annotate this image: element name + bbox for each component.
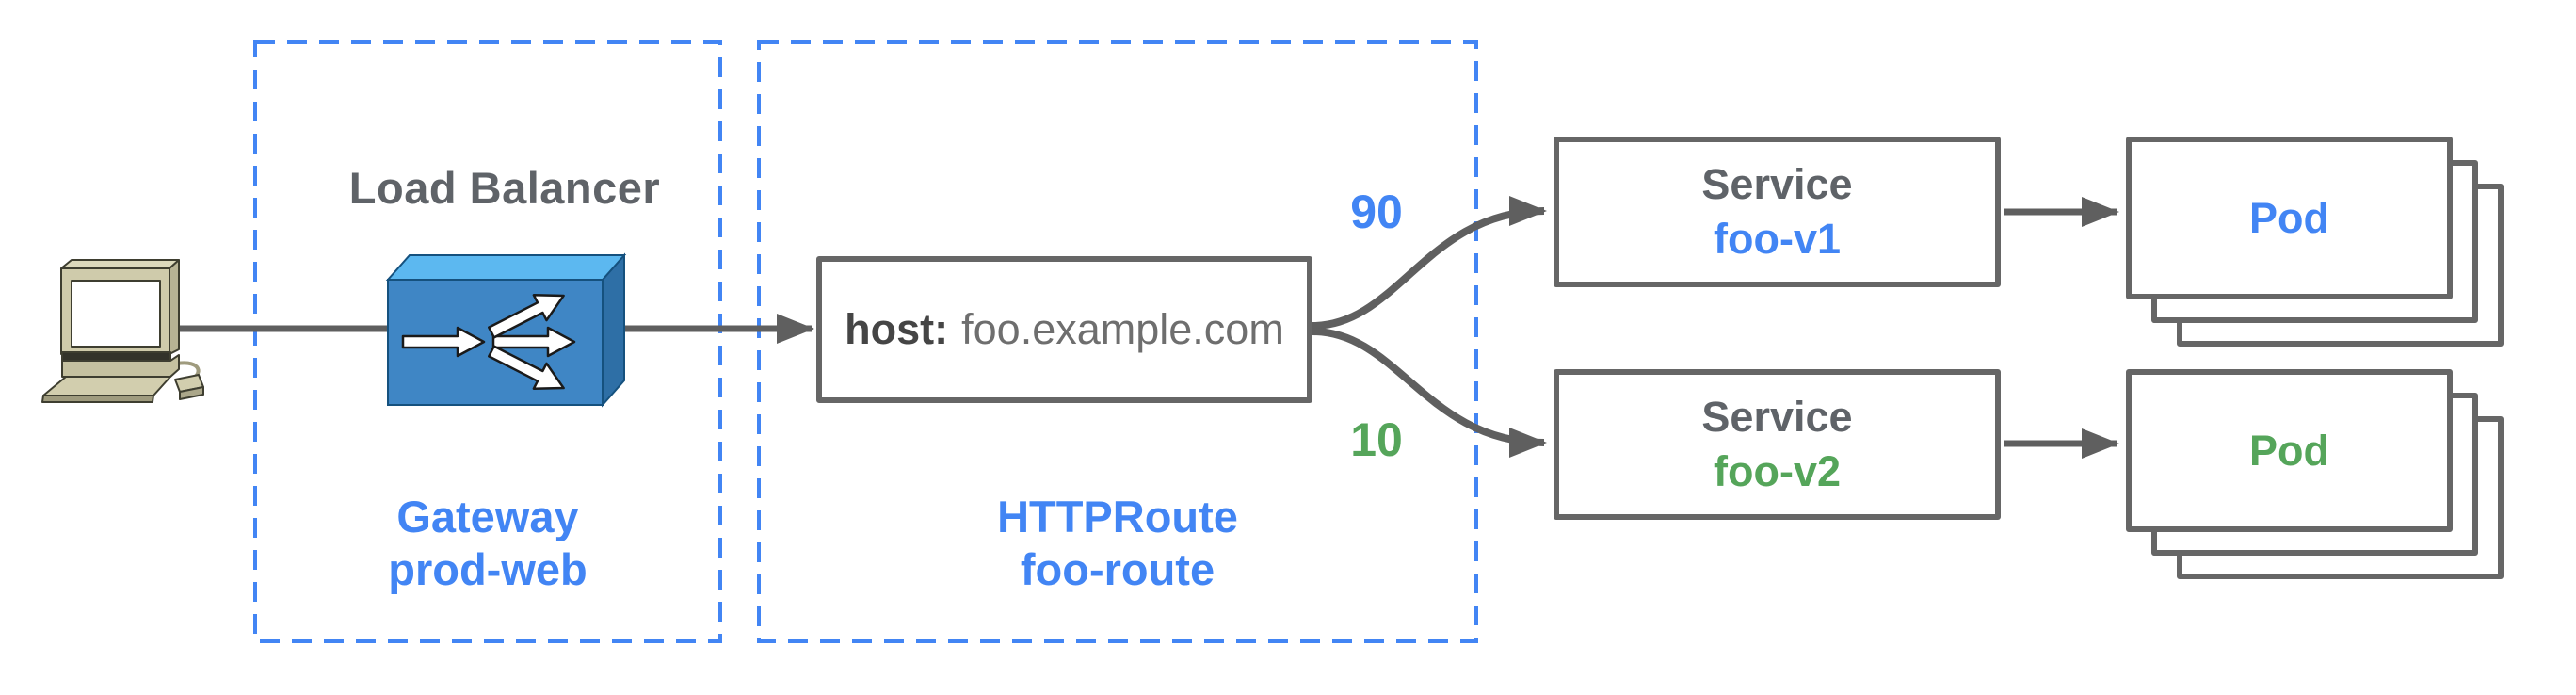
pod-v1-label: Pod bbox=[2249, 193, 2329, 242]
weight-label-v2: 10 bbox=[1350, 413, 1403, 466]
desktop-computer-icon bbox=[41, 259, 204, 403]
weight-label-v1: 90 bbox=[1350, 186, 1403, 238]
httproute-caption: HTTPRoute foo-route bbox=[759, 491, 1476, 596]
gateway-caption: Gateway prod-web bbox=[255, 491, 720, 596]
service-v2-kind: Service bbox=[1701, 393, 1853, 441]
service-v1-name: foo-v1 bbox=[1714, 215, 1841, 263]
host-to-service-v1-arrow bbox=[1312, 196, 1547, 330]
host-value: foo.example.com bbox=[961, 305, 1284, 353]
host-rule-text: host:foo.example.com bbox=[845, 305, 1284, 354]
pod-stack-v1: Pod bbox=[2126, 137, 2504, 347]
gateway-caption-kind: Gateway bbox=[396, 492, 579, 541]
httproute-group-box bbox=[757, 40, 1478, 643]
service-v2-name: foo-v2 bbox=[1714, 447, 1841, 495]
pod-stack-v2: Pod bbox=[2126, 369, 2504, 579]
host-to-service-v2-arrow bbox=[1312, 328, 1547, 458]
httproute-caption-kind: HTTPRoute bbox=[997, 492, 1238, 541]
pod-v2-label: Pod bbox=[2249, 426, 2329, 475]
pod-v1-box: Pod bbox=[2126, 137, 2453, 299]
load-balancer-title: Load Balancer bbox=[348, 163, 661, 213]
httproute-caption-name: foo-route bbox=[1020, 544, 1216, 594]
service-v1-kind: Service bbox=[1701, 160, 1853, 208]
pod-v2-box: Pod bbox=[2126, 369, 2453, 532]
host-key-label: host: bbox=[845, 305, 949, 353]
service-foo-v1-box: Service foo-v1 bbox=[1554, 137, 2001, 287]
load-balancer-icon bbox=[385, 252, 627, 408]
service-foo-v2-box: Service foo-v2 bbox=[1554, 369, 2001, 520]
gateway-caption-name: prod-web bbox=[388, 544, 588, 594]
gateway-group-box bbox=[253, 40, 722, 643]
host-rule-box: host:foo.example.com bbox=[816, 256, 1312, 403]
